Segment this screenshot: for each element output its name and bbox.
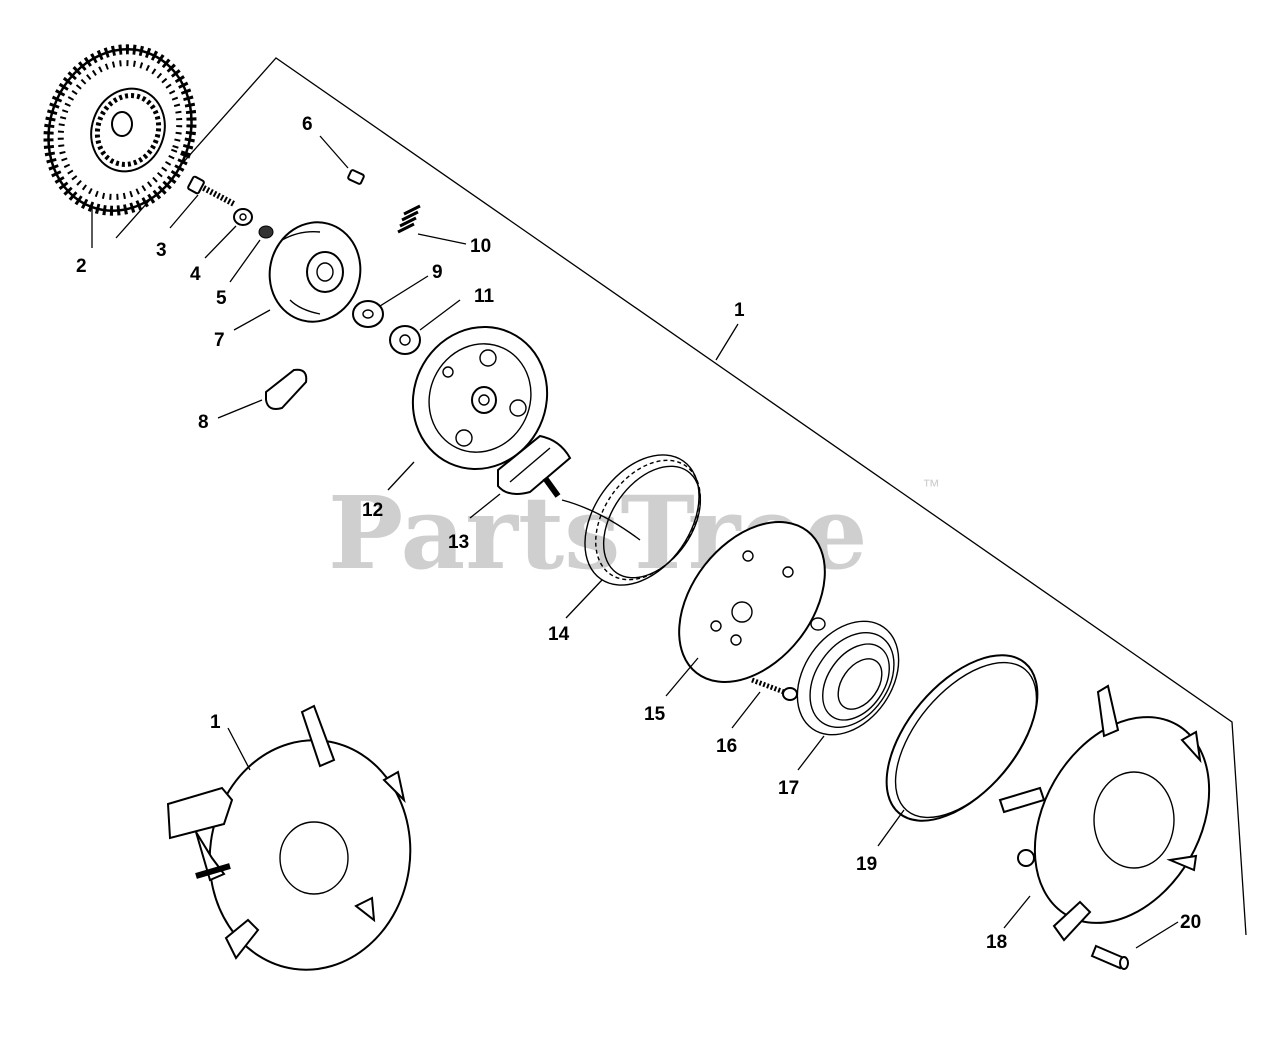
part-14-rope	[561, 454, 702, 586]
part-11-washer	[389, 325, 421, 355]
part-3-bolt	[187, 175, 236, 207]
part-18-housing	[998, 684, 1211, 942]
part-19-ring	[885, 654, 1039, 822]
part-12-pulley	[411, 326, 549, 470]
part-2-clutch-drum	[43, 44, 197, 216]
callout-1: 1	[734, 300, 745, 321]
callout-2: 2	[76, 256, 87, 277]
part-1-assembled-starter	[166, 704, 412, 971]
callout-20: 20	[1180, 912, 1201, 933]
part-4-washer	[233, 208, 253, 226]
assembly-bracket-line	[115, 57, 1247, 936]
part-7-clutch	[268, 221, 362, 323]
callout-19: 19	[856, 854, 877, 875]
callout-6: 6	[302, 114, 313, 135]
part-15-plate	[678, 521, 826, 683]
part-17-recoil-spring	[796, 617, 900, 736]
part-13-handle	[497, 434, 572, 498]
part-11-washer-hole	[399, 334, 411, 346]
part-9-pawl	[352, 300, 384, 328]
callout-9: 9	[432, 262, 443, 283]
callout-3: 3	[156, 240, 167, 261]
watermark-trademark: ™	[922, 476, 940, 496]
part-10-spring	[397, 204, 421, 234]
callout-11: 11	[474, 286, 495, 307]
callout-4: 4	[190, 264, 201, 285]
callout-5: 5	[216, 288, 227, 309]
callout-15: 15	[644, 704, 666, 725]
callout-17: 17	[778, 778, 799, 799]
part-8-clip	[265, 368, 308, 410]
callout-1: 1	[210, 712, 221, 733]
callout-13: 13	[448, 532, 469, 553]
part-20-pin	[1090, 944, 1129, 970]
callout-7: 7	[214, 330, 225, 351]
callout-16: 16	[716, 736, 737, 757]
callout-8: 8	[198, 412, 209, 433]
part-5-nut	[258, 225, 274, 239]
part-6-screw	[347, 169, 365, 185]
callout-10: 10	[470, 236, 491, 257]
callout-14: 14	[548, 624, 570, 645]
callout-18: 18	[986, 932, 1007, 953]
leader-lines	[91, 135, 1179, 949]
part-16-screw	[751, 677, 798, 701]
callout-12: 12	[362, 500, 383, 521]
part-4-washer-hole	[239, 213, 247, 221]
